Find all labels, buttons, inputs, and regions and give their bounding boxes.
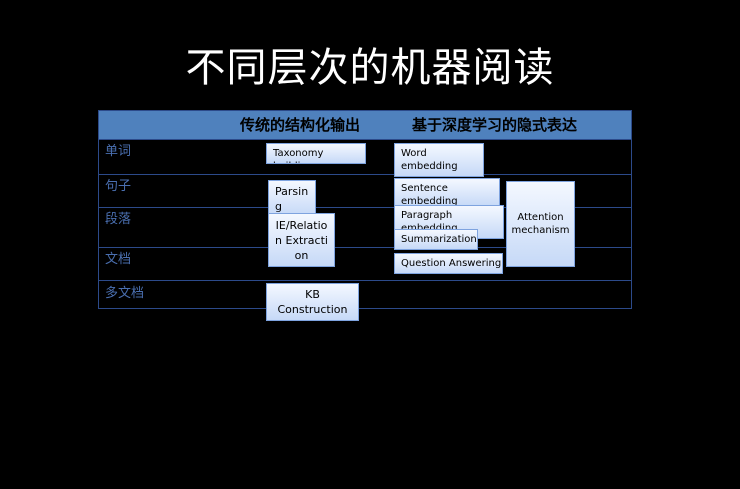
parsing-box: Parsing bbox=[268, 180, 316, 216]
row-divider bbox=[99, 280, 631, 281]
row-label-paragraph: 段落 bbox=[105, 212, 132, 227]
taxonomy-building-label: Taxonomy building bbox=[273, 148, 324, 163]
question-answering-label: Question Answering bbox=[401, 258, 502, 269]
attention-mechanism-box: Attention mechanism bbox=[506, 181, 575, 267]
table-header: 传统的结构化输出 基于深度学习的隐式表达 bbox=[99, 111, 631, 139]
row-label-multi-document: 多文档 bbox=[105, 286, 145, 301]
row-label-sentence: 句子 bbox=[105, 179, 132, 194]
row-label-document: 文档 bbox=[105, 252, 132, 267]
row-divider bbox=[99, 207, 631, 208]
ie-relation-extraction-box: IE/Relation Extraction bbox=[268, 213, 335, 267]
summarization-label: Summarization bbox=[401, 234, 477, 245]
sentence-embedding-label: Sentence embedding bbox=[401, 183, 458, 207]
question-answering-box: Question Answering bbox=[394, 253, 503, 274]
taxonomy-building-box: Taxonomy building bbox=[266, 143, 366, 164]
row-divider bbox=[99, 247, 631, 248]
header-traditional: 传统的结构化输出 bbox=[240, 116, 361, 134]
sentence-embedding-box: Sentence embedding bbox=[394, 178, 500, 207]
paragraph-embedding-label: Paragraph embedding bbox=[401, 210, 458, 234]
summarization-box: Summarization bbox=[394, 229, 478, 250]
ie-relation-extraction-label: IE/Relation Extraction bbox=[275, 218, 328, 262]
word-embedding-label: Word embedding bbox=[401, 148, 458, 172]
word-embedding-box: Word embedding bbox=[394, 143, 484, 177]
attention-mechanism-label: Attention mechanism bbox=[511, 212, 570, 236]
levels-table: 传统的结构化输出 基于深度学习的隐式表达 单词 句子 段落 文档 多文档 bbox=[98, 110, 632, 309]
header-deep-learning: 基于深度学习的隐式表达 bbox=[412, 116, 578, 134]
row-label-word: 单词 bbox=[105, 144, 132, 159]
parsing-label: Parsing bbox=[275, 185, 309, 213]
kb-construction-label: KB Construction bbox=[277, 288, 348, 316]
row-divider bbox=[99, 174, 631, 175]
row-divider bbox=[99, 139, 631, 140]
slide-title: 不同层次的机器阅读 bbox=[185, 45, 555, 91]
kb-construction-box: KB Construction bbox=[266, 283, 359, 321]
